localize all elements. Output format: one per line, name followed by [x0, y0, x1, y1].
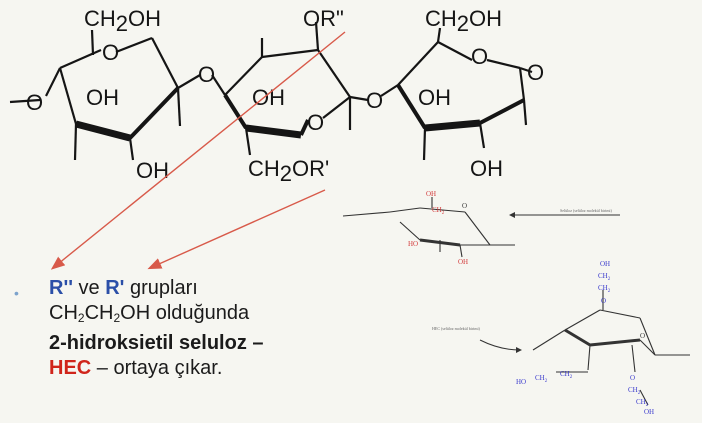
or-double-prime-label: OR": [303, 6, 344, 31]
small2-ch2-b: CH2: [598, 284, 611, 294]
small2-oh-top: OH: [600, 260, 610, 268]
ring-oxygen-left: O: [102, 40, 119, 65]
hec-unit-small-structure: OH CH2 CH2 O HO CH2 CH2 O CH2 CH2 OH O H…: [432, 260, 690, 416]
small2-o-top: O: [601, 297, 606, 305]
bridge-oxygen-right: O: [366, 88, 383, 113]
cellulose-main-structure: [9, 21, 533, 161]
small1-ho: HO: [408, 240, 418, 248]
bullet-text: R'' ve R' grupları CH2CH2OH olduğunda 2-…: [49, 276, 344, 381]
small2-ch2-a: CH2: [598, 272, 611, 282]
glucose-ring-left: [9, 29, 201, 161]
main-structure-labels: CH2OH OR" CH2OH O O O O O O O OH OH OH O…: [26, 6, 544, 186]
annotation-arrows: [50, 31, 346, 270]
oh-left-ring: OH: [86, 85, 119, 110]
small1-ch2: CH2: [432, 206, 445, 216]
small1-oh-bottom: OH: [458, 258, 468, 266]
small2-pointer-arrowhead: [516, 347, 522, 353]
small2-ch2-bottom-a: CH2: [628, 386, 641, 396]
r-prime-label: R': [105, 277, 125, 299]
small2-ho: HO: [516, 378, 526, 386]
small2-ch2-bottom-b: CH2: [636, 398, 649, 408]
hec-label: HEC: [49, 357, 92, 379]
r-double-prime-label: R'': [49, 277, 73, 299]
bridge-oxygen-left: O: [198, 62, 215, 87]
oh-right-ring: OH: [418, 85, 451, 110]
bullet-line-4: HEC – ortaya çıkar.: [49, 357, 223, 379]
small2-ring-o: O: [640, 332, 645, 340]
end-oxygen-left: O: [26, 90, 43, 115]
small2-ch2-left-a: CH2: [535, 374, 548, 384]
ve-text: ve: [72, 277, 106, 299]
grupları-text: grupları: [124, 277, 198, 299]
small2-ch2-left-b: CH2: [560, 370, 573, 380]
glucose-ring-middle: [211, 21, 369, 156]
bullet-line-2: CH2CH2OH olduğunda: [49, 302, 250, 325]
ch2or-prime-label: CH2OR': [248, 156, 329, 186]
hec-explanation-bullet: • R'' ve R' grupları CH2CH2OH olduğunda …: [14, 276, 344, 381]
small2-oh-bottom: OH: [644, 408, 654, 416]
small1-caption: Selüloz (selüloz molekül birimi): [560, 208, 613, 213]
oh-middle-ring: OH: [252, 85, 285, 110]
end-oxygen-right: O: [527, 60, 544, 85]
small2-caption: HEC (selüloz molekül birimi): [432, 326, 481, 331]
ring-oxygen-middle: O: [307, 110, 324, 135]
glucose-ring-right: [380, 27, 533, 161]
oh-bottom-right: OH: [470, 156, 503, 181]
cellulose-unit-small-structure: OH CH2 O HO OH Selüloz (selüloz molekül …: [342, 190, 620, 266]
bullet-line-1: R'' ve R' grupları: [49, 276, 344, 301]
bullet-line-3: 2-hidroksietil seluloz –: [49, 332, 264, 354]
arrow-r-prime: [147, 189, 326, 270]
small2-o-bottom: O: [630, 374, 635, 382]
small1-ring-o: O: [462, 202, 467, 210]
small1-oh-top: OH: [426, 190, 436, 198]
ring-oxygen-right: O: [471, 44, 488, 69]
bullet-marker: •: [14, 285, 19, 301]
arrow-r-double-prime: [50, 31, 346, 270]
ch2oh-top-right: CH2OH: [425, 6, 502, 36]
small2-pointer-arrow: [479, 339, 521, 351]
oh-bottom-left: OH: [136, 158, 169, 183]
ch2oh-top-left: CH2OH: [84, 6, 161, 36]
